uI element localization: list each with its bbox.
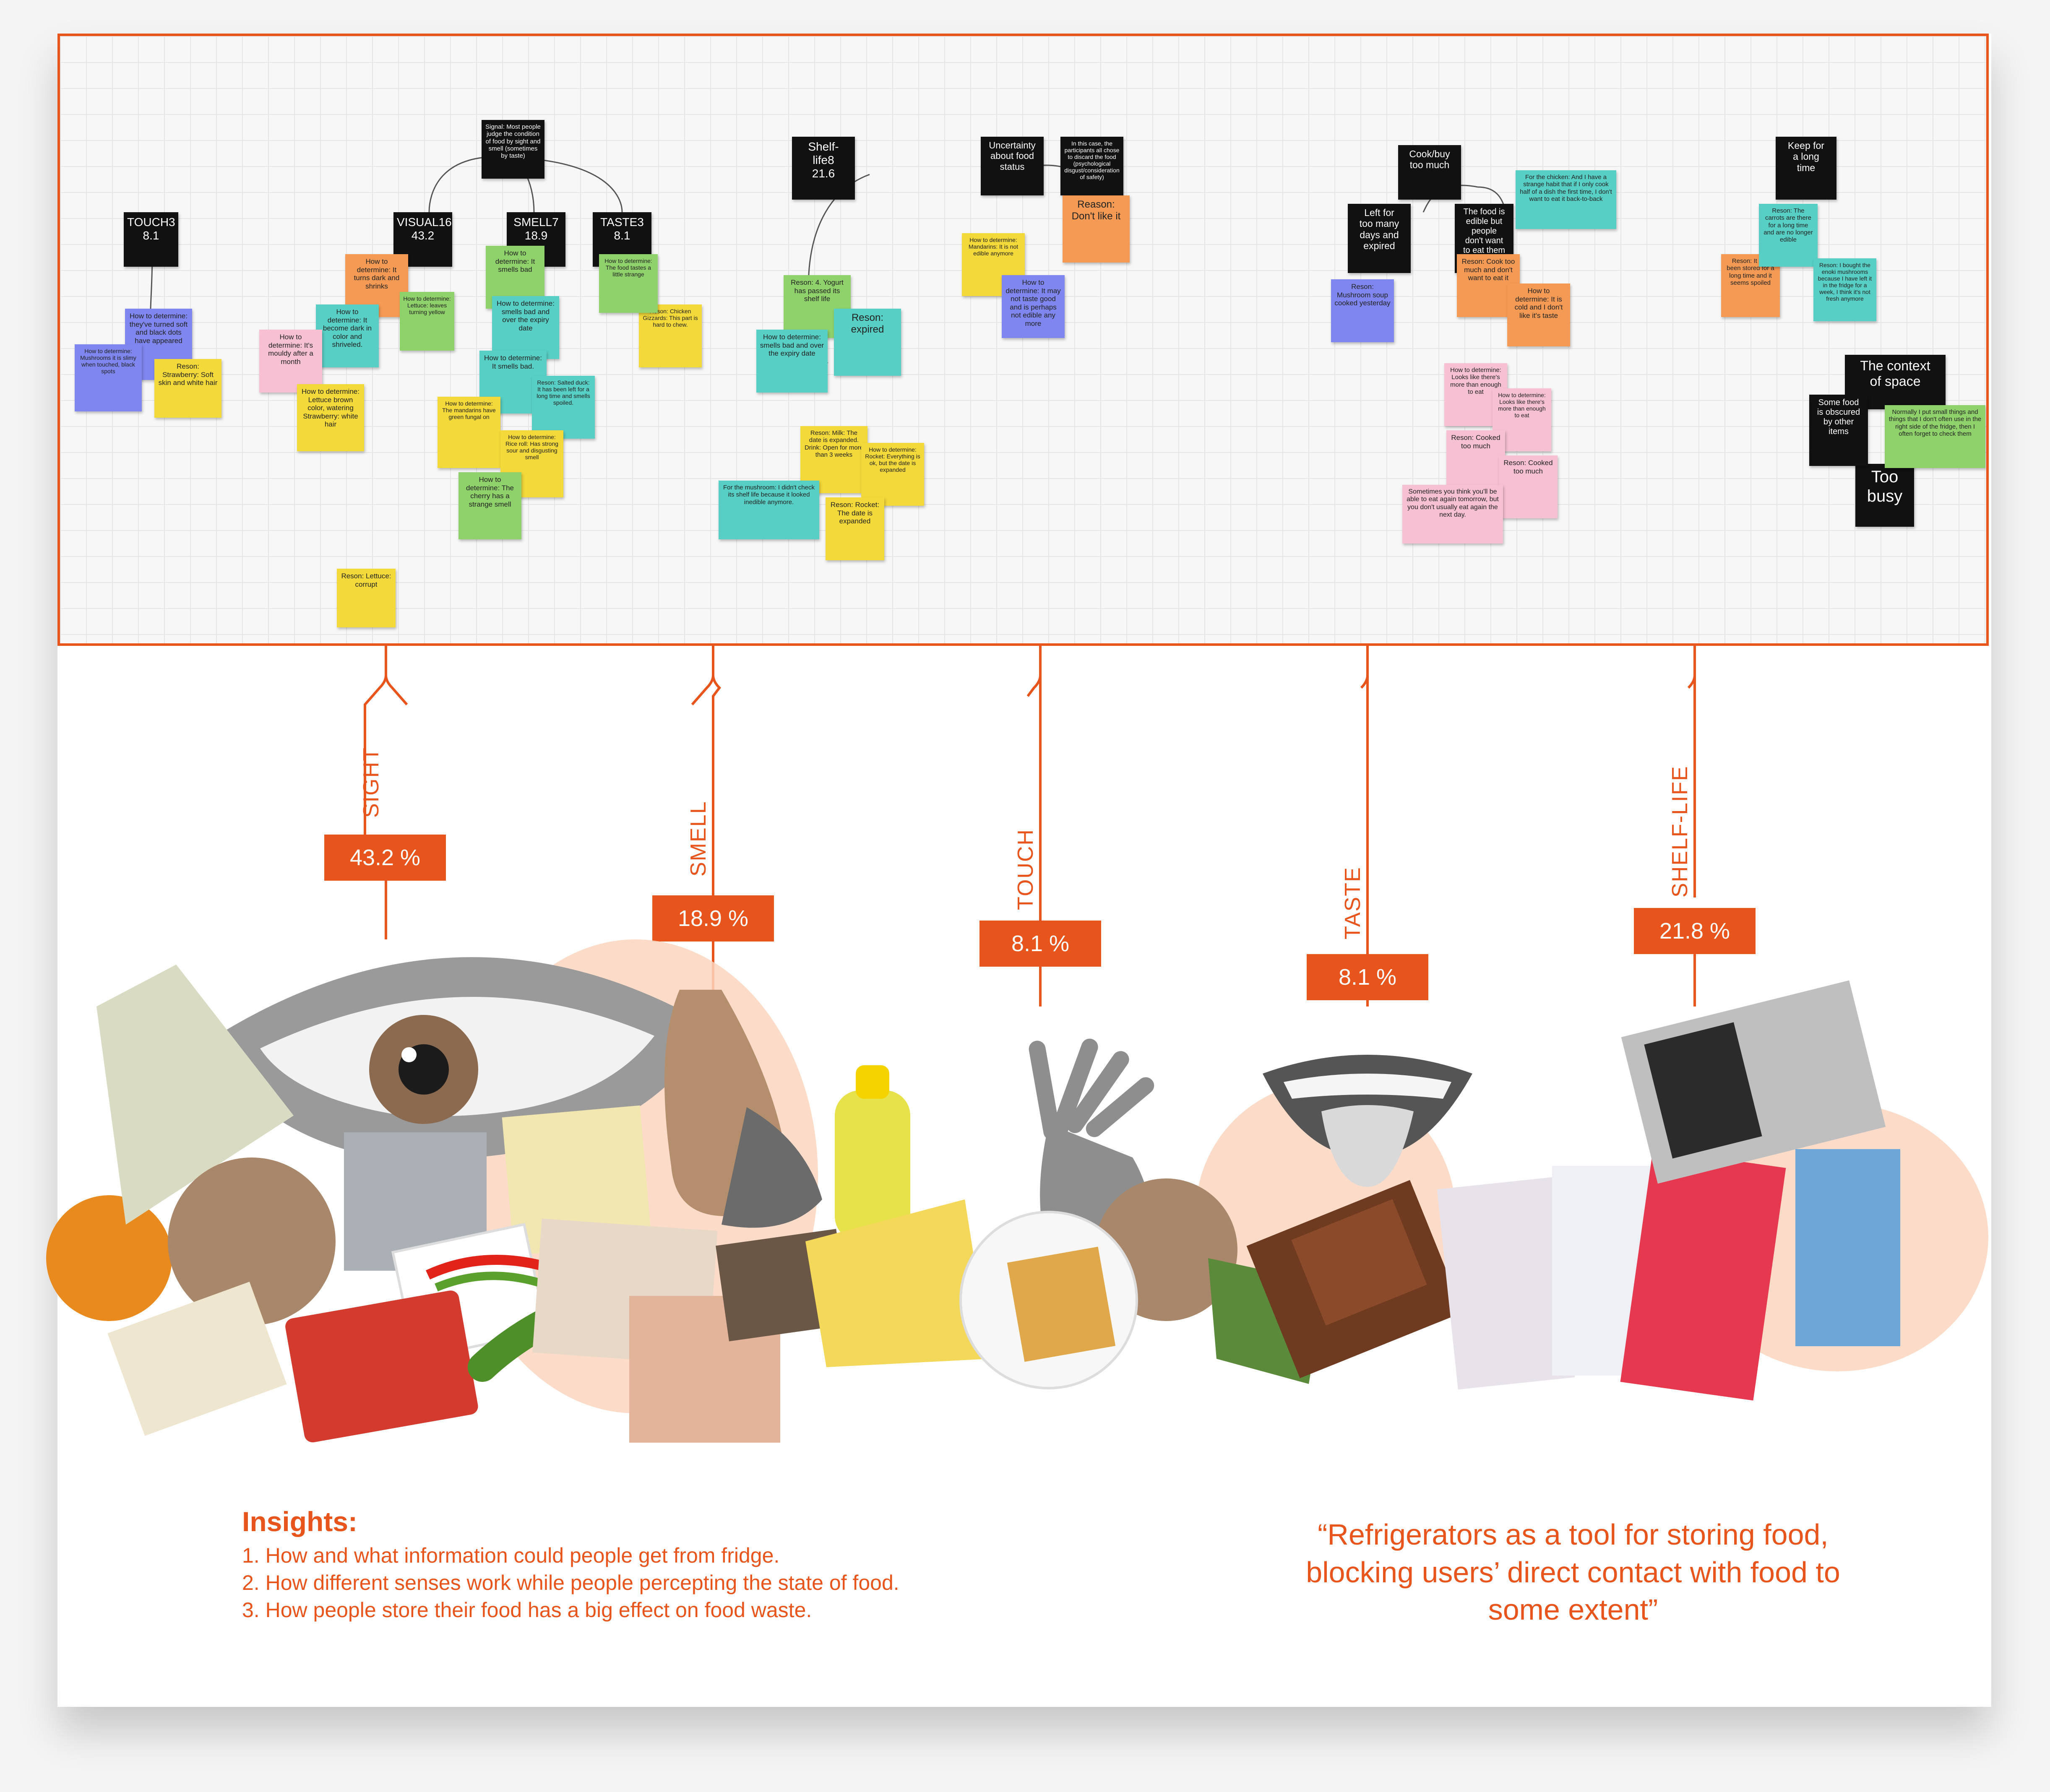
header-discard: In this case, the participants all chose… [1060, 137, 1123, 195]
eye-icon [210, 957, 713, 1160]
header-cook-too-much: Cook/buy too much [1398, 145, 1461, 200]
cabbage-bag [96, 965, 294, 1225]
orange-fruit [46, 1195, 172, 1321]
note: Reason: Don't like it [1063, 195, 1130, 263]
yellow-cheese [805, 1199, 990, 1367]
white-cheese [502, 1105, 652, 1256]
header-signal: Signal: Most people judge the condition … [482, 120, 544, 179]
cake-slice [1007, 1246, 1116, 1362]
enoki-mushrooms [107, 1282, 287, 1436]
note: Reson: Cooked too much [1446, 430, 1505, 493]
note: Sometimes you think you'll be able to ea… [1402, 485, 1503, 544]
note: Reson: Salted duck: It has been left for… [532, 376, 595, 439]
header-left-days: Left for too many days and expired [1348, 204, 1411, 273]
note: How to determine: It may not taste good … [1002, 275, 1065, 338]
insights-title: Insights: [242, 1506, 357, 1537]
note: How to determine: Rocket: Everything is … [861, 443, 924, 506]
yogurt-carton-1 [1437, 1177, 1575, 1390]
insight-item: 3. How people store their food has a big… [242, 1598, 812, 1622]
note: How to determine: Lettuce brown color, w… [297, 384, 364, 451]
sense-connectors [364, 646, 1696, 1007]
sense-pct-shelf-life: 21.8 % [1634, 908, 1756, 954]
header-uncertainty: Uncertainty about food status [981, 137, 1044, 195]
note: Reson: Mushroom soup cooked yesterday [1331, 279, 1394, 342]
note: Reson: Cooked too much [1499, 455, 1558, 518]
header-keep-long: Keep for a long time [1776, 137, 1836, 200]
affinity-board: Signal: Most people judge the condition … [57, 34, 1989, 646]
sense-pct-smell: 18.9 % [652, 895, 774, 942]
note: How to determine: It become dark in colo… [316, 304, 379, 367]
note: How to determine: The food tastes a litt… [599, 254, 658, 313]
sense-pct-sight: 43.2 % [324, 835, 446, 881]
milk-carton [1795, 1149, 1900, 1346]
note: Reson: The carrots are there for a long … [1759, 204, 1818, 267]
note: Normally I put small things and things t… [1885, 405, 1985, 468]
note: How to determine: The mandarins have gre… [438, 397, 500, 468]
insight-item: 2. How different senses work while peopl… [242, 1571, 899, 1594]
note: For the mushroom: I didn't check its she… [719, 481, 819, 539]
strawberries [285, 1290, 478, 1443]
sense-pct-touch: 8.1 % [979, 921, 1101, 967]
note: Reson: expired [834, 309, 901, 376]
note: How to determine: It is cold and I don't… [1507, 283, 1570, 346]
note: Reson: Chicken Gizzards: This part is ha… [639, 304, 702, 367]
header-touch: TOUCH3 8.1 [124, 212, 178, 267]
note: How to determine: The cherry has a stran… [458, 472, 521, 539]
note: Reson: I bought the enoki mushrooms beca… [1813, 258, 1876, 321]
note: Reson: Rocket: The date is expanded [826, 497, 884, 560]
header-shelf-life: Shelf- life8 21.6 [792, 137, 855, 200]
note: How to determine: It's mouldy after a mo… [259, 330, 322, 393]
note: How to determine: Lettuce: leaves turnin… [400, 292, 454, 351]
sense-pct-taste: 8.1 % [1307, 954, 1428, 1000]
note: How to determine: Mushrooms it is slimy … [75, 344, 142, 411]
quote: “Refrigerators as a tool for storing foo… [1306, 1518, 1840, 1626]
note: Reson: Lettuce: corrupt [337, 569, 396, 627]
note: How to determine: smells bad and over th… [492, 296, 559, 359]
header-obscured: Some food is obscured by other items [1809, 395, 1868, 466]
note: For the chicken: And I have a strange ha… [1516, 170, 1616, 229]
juice-carton [1620, 1149, 1786, 1401]
bread [168, 1157, 336, 1325]
lemon-juice [835, 1090, 910, 1241]
header-busy: Too busy [1855, 464, 1914, 527]
note: How to determine: Looks like there's mor… [1444, 363, 1507, 426]
note: Reson: Strawberry: Soft skin and white h… [154, 359, 221, 418]
insight-item: 1. How and what information could people… [242, 1544, 780, 1567]
mouth-icon [1263, 1055, 1472, 1187]
nose-icon [664, 990, 822, 1228]
note: How to determine: smells bad and over th… [756, 330, 828, 393]
